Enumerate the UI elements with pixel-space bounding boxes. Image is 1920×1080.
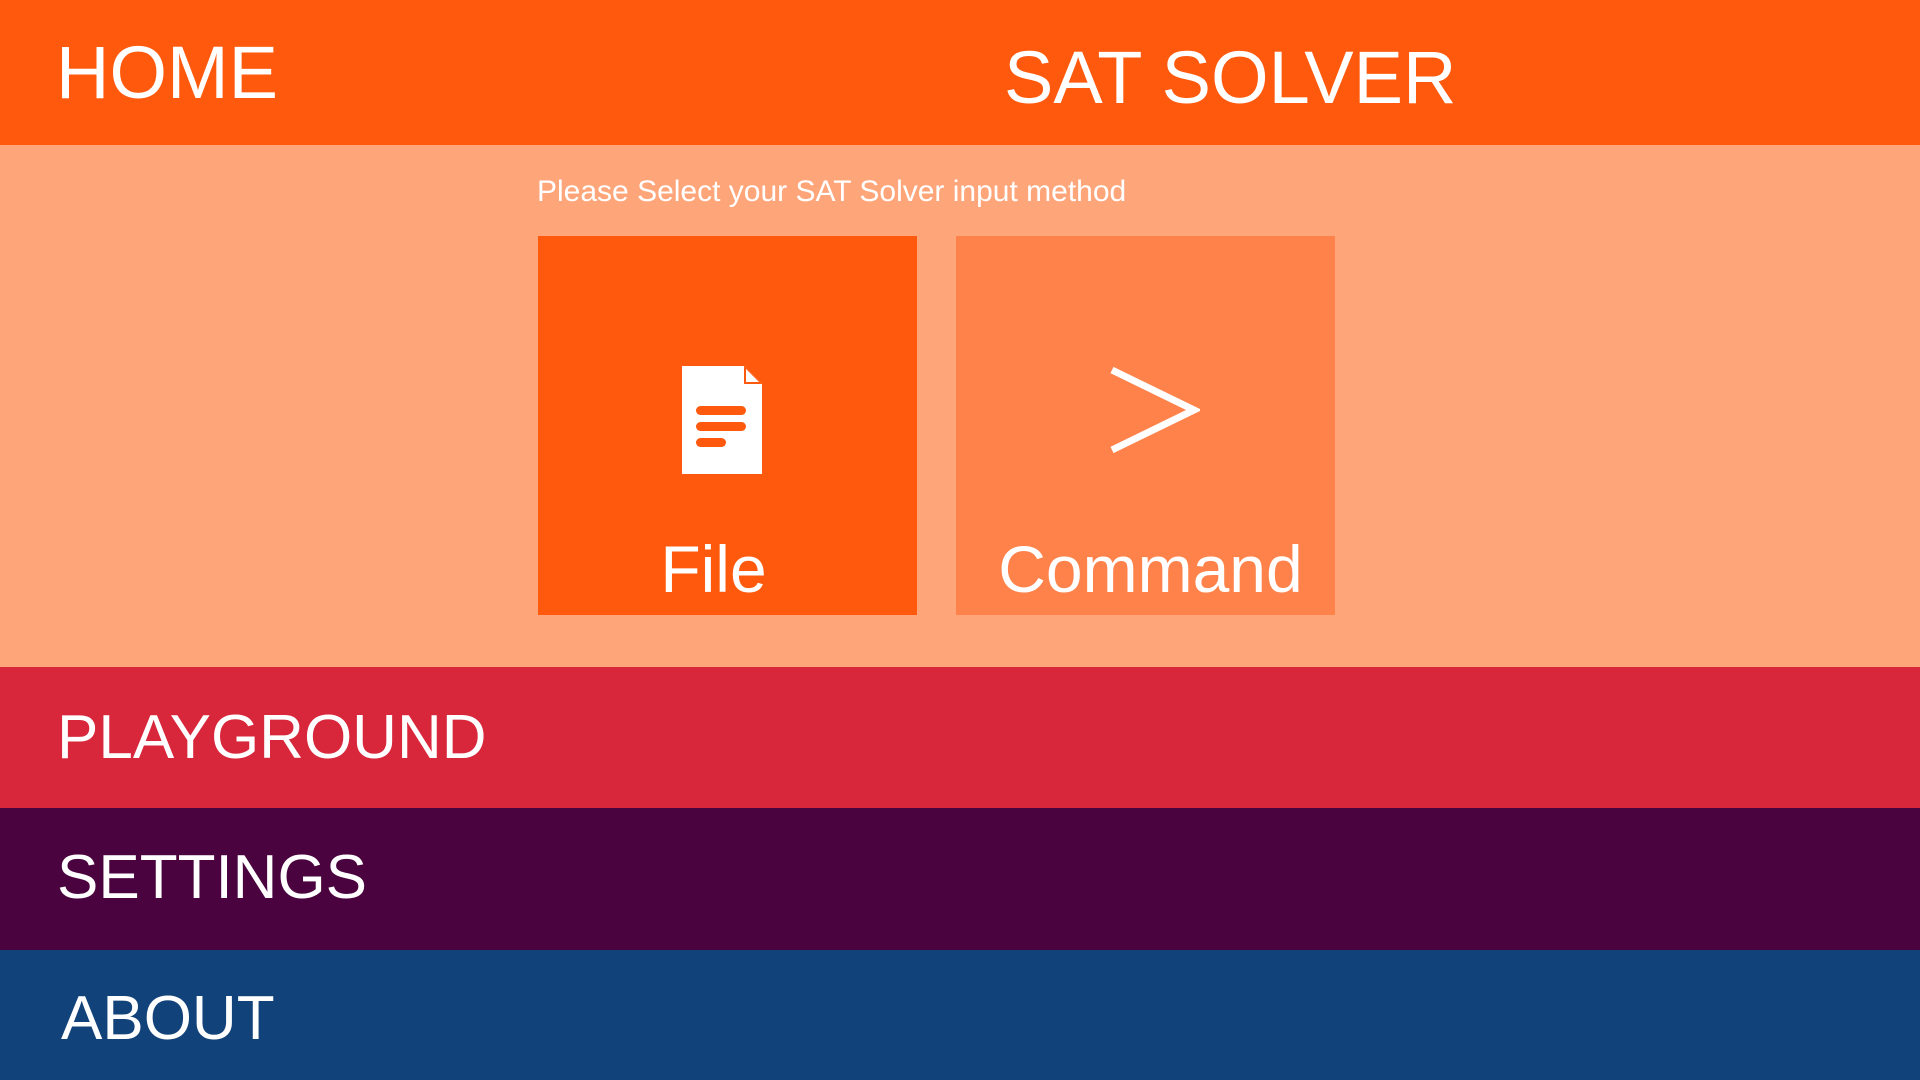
nav-playground[interactable]: PLAYGROUND bbox=[0, 667, 1920, 808]
nav-settings[interactable]: SETTINGS bbox=[0, 808, 1920, 950]
input-method-panel: Please Select your SAT Solver input meth… bbox=[0, 145, 1920, 667]
file-input-label: File bbox=[660, 532, 767, 606]
command-input-label: Command bbox=[998, 532, 1303, 606]
nav-playground-label: PLAYGROUND bbox=[57, 703, 487, 772]
page-title: SAT SOLVER bbox=[1004, 36, 1457, 119]
chevron-right-icon bbox=[1110, 366, 1200, 454]
document-icon bbox=[682, 366, 762, 474]
file-input-button[interactable]: File bbox=[538, 236, 917, 615]
nav-about[interactable]: ABOUT bbox=[0, 950, 1920, 1080]
app-header: HOME SAT SOLVER bbox=[0, 0, 1920, 145]
home-nav-link[interactable]: HOME bbox=[56, 31, 278, 114]
input-method-prompt: Please Select your SAT Solver input meth… bbox=[537, 175, 1127, 208]
nav-about-label: ABOUT bbox=[61, 984, 275, 1053]
nav-settings-label: SETTINGS bbox=[57, 843, 368, 912]
command-input-button[interactable]: Command bbox=[956, 236, 1335, 615]
